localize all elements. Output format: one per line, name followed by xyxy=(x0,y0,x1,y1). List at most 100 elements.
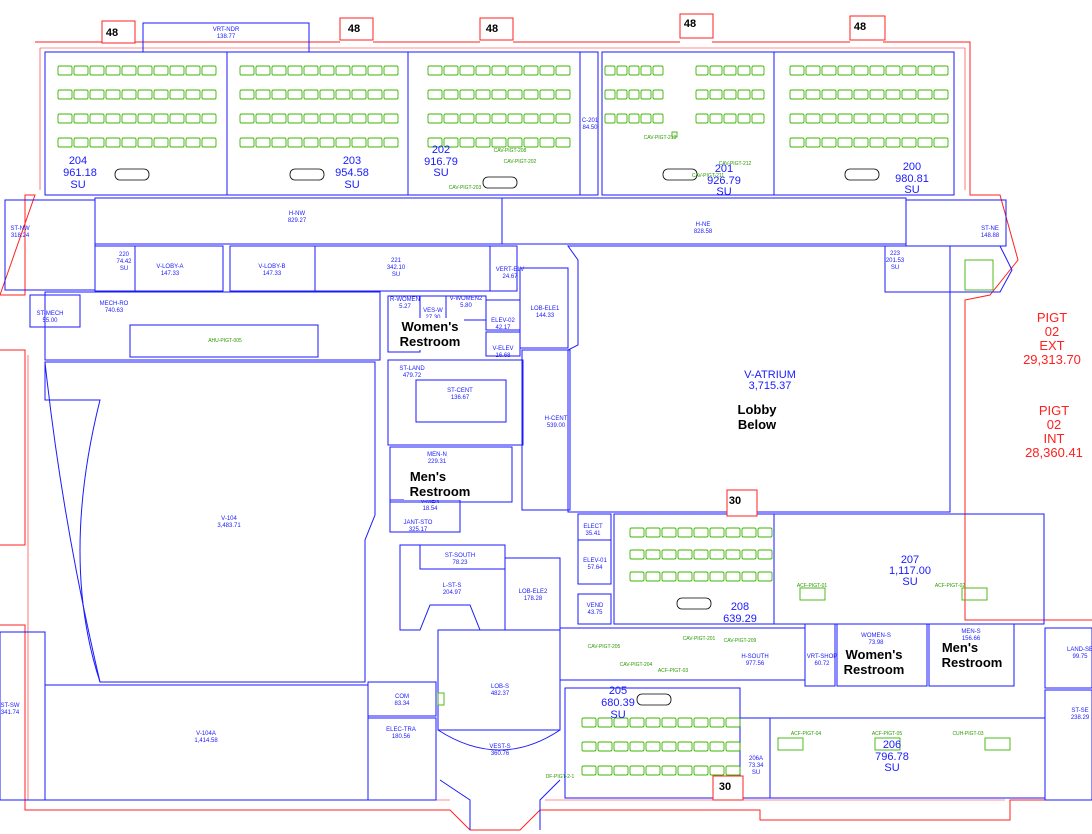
desk xyxy=(629,549,645,560)
desk xyxy=(239,65,255,76)
desk xyxy=(57,113,73,124)
capacity-tag: 48 xyxy=(106,27,118,39)
desk xyxy=(869,89,885,100)
room-number: 208 xyxy=(731,601,749,613)
room-label: V-LOBY-A xyxy=(156,264,183,270)
room-label: 83.34 xyxy=(394,701,410,707)
room-labels: VRT-NDR138.77C-20184.50H-NW829.27H-NE828… xyxy=(1,27,1092,780)
room-label: C-201 xyxy=(582,118,599,124)
room-label: ST-LAND xyxy=(399,366,425,372)
desk xyxy=(709,571,725,582)
equipment-tag: CAV-PIGT-203 xyxy=(449,185,482,191)
room-number: 204 xyxy=(69,155,87,167)
desk xyxy=(271,137,287,148)
room-number: 203 xyxy=(343,155,361,167)
desk xyxy=(383,137,399,148)
room-label: 221 xyxy=(391,258,402,264)
room-unit: SU xyxy=(716,186,731,198)
desk xyxy=(105,113,121,124)
note-womens-upper: Restroom xyxy=(400,334,461,349)
room-label: MECH-RO xyxy=(100,301,129,307)
desk xyxy=(917,137,933,148)
desk xyxy=(185,89,201,100)
room-label: V-104 xyxy=(221,516,237,522)
desk xyxy=(367,65,383,76)
room-label: 740.63 xyxy=(105,308,124,314)
desk xyxy=(335,137,351,148)
desk xyxy=(201,89,217,100)
capacity-tag-box xyxy=(679,13,714,39)
desk xyxy=(539,65,555,76)
desk xyxy=(475,137,491,148)
desk xyxy=(427,113,443,124)
desk xyxy=(137,89,153,100)
equipment-tag: CAV-PIGT-209 xyxy=(724,638,757,644)
room-number: V-ATRIUM xyxy=(744,369,796,381)
room-number: 200 xyxy=(903,161,921,173)
room-label: L-ST-S xyxy=(443,583,462,589)
room-label: VEND xyxy=(587,603,604,609)
site-ext-line: 02 xyxy=(1045,324,1059,339)
desk xyxy=(89,137,105,148)
room-label: 204.97 xyxy=(443,590,462,596)
room-label: 479.72 xyxy=(403,373,422,379)
desk xyxy=(709,527,725,538)
desk xyxy=(723,113,737,124)
desk xyxy=(661,527,677,538)
room-number: 206 xyxy=(883,739,901,751)
room-label: V-LOBY-B xyxy=(258,264,285,270)
room-label: 43.75 xyxy=(587,610,603,616)
room-unit: SU xyxy=(70,179,85,191)
note-lobby: Below xyxy=(738,417,777,432)
desk xyxy=(539,137,555,148)
capacity-tag: 48 xyxy=(684,18,696,30)
desk xyxy=(153,65,169,76)
desk xyxy=(581,717,597,728)
desk xyxy=(507,137,523,148)
desk xyxy=(491,89,507,100)
desk xyxy=(789,113,805,124)
desk xyxy=(597,765,613,776)
desk xyxy=(741,549,757,560)
room-area: 961.18 xyxy=(63,167,97,179)
projector-table xyxy=(662,168,698,181)
desk xyxy=(869,113,885,124)
desk xyxy=(652,89,664,100)
desk xyxy=(271,89,287,100)
desk xyxy=(239,113,255,124)
desk xyxy=(677,527,693,538)
projector-table xyxy=(676,597,712,610)
capacity-tag-box xyxy=(339,17,374,41)
desk xyxy=(933,113,949,124)
desk xyxy=(287,137,303,148)
desk xyxy=(491,137,507,148)
room-label: 144.33 xyxy=(536,313,555,319)
note-womens-lower: Restroom xyxy=(844,662,905,677)
desk xyxy=(201,65,217,76)
desk xyxy=(255,137,271,148)
desk xyxy=(821,137,837,148)
desk xyxy=(201,113,217,124)
capacity-tag-box xyxy=(726,489,758,517)
room-label: SU xyxy=(392,272,400,278)
desk xyxy=(57,65,73,76)
equipment-tag: ACF-PIGT-04 xyxy=(791,731,822,737)
desk xyxy=(741,527,757,538)
desk xyxy=(628,65,640,76)
room-label: R-WOMEN xyxy=(390,297,420,303)
room-label: H-CENT xyxy=(545,416,568,422)
desk xyxy=(169,89,185,100)
room-label: 342.10 xyxy=(387,265,406,271)
desk xyxy=(933,65,949,76)
desk xyxy=(604,65,616,76)
capacity-tag: 48 xyxy=(486,23,498,35)
room-label: COM xyxy=(395,694,409,700)
desk xyxy=(153,113,169,124)
desk xyxy=(917,65,933,76)
room-label: LAND-SE xyxy=(1067,647,1092,653)
site-int-line: PIGT xyxy=(1039,403,1069,418)
desk xyxy=(523,137,539,148)
capacity-tag-box xyxy=(849,15,886,41)
equipment-tag: CAV-PIGT-205 xyxy=(588,644,621,650)
equipment-tag: ACF-PIGT-02 xyxy=(935,583,966,589)
